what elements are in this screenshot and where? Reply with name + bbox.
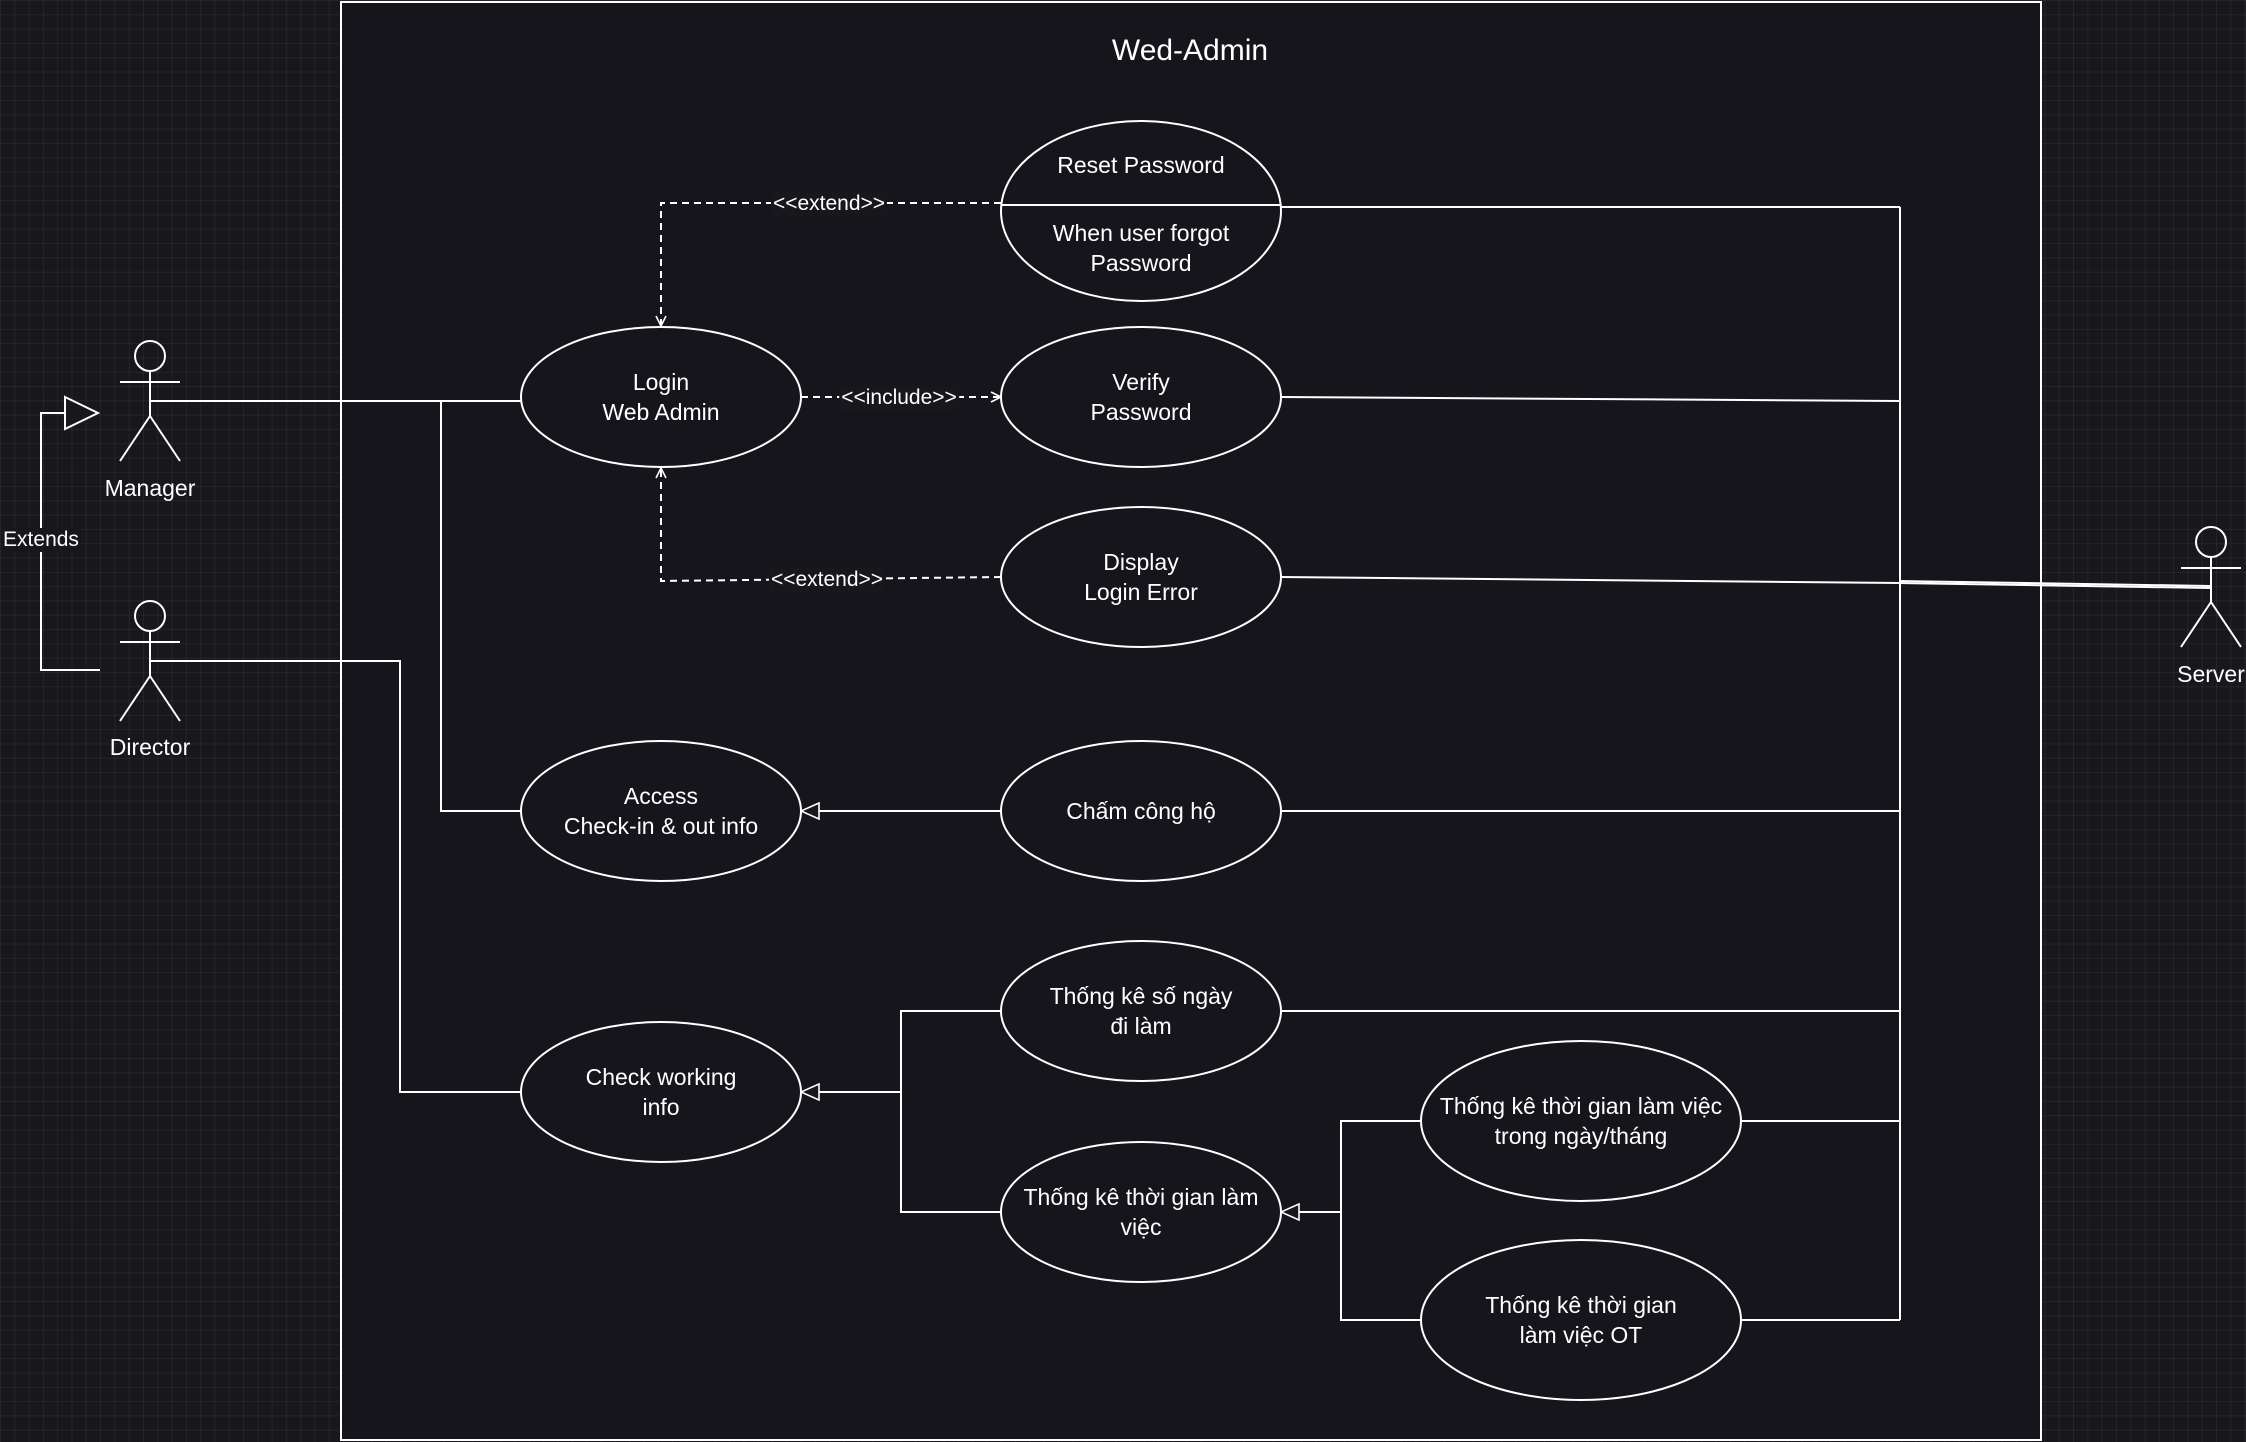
songay-line2: đi làm xyxy=(1110,1013,1172,1039)
display-error-use-case[interactable]: Display Login Error xyxy=(1084,547,1198,607)
director-check-line xyxy=(150,660,521,1093)
ngaythang-ellipse xyxy=(1420,1040,1742,1202)
ot-ellipse xyxy=(1420,1239,1742,1401)
ngaythang-use-case[interactable]: Thống kê thời gian làm việc trong ngày/t… xyxy=(1440,1091,1722,1151)
verify-server-line xyxy=(1279,396,1901,402)
reset-password-condition-line1: When user forgot xyxy=(1052,220,1230,246)
thoigian-check-line xyxy=(900,1092,1001,1213)
chamcong-ellipse xyxy=(1000,740,1282,882)
access-line1: Access xyxy=(623,783,699,809)
display-error-line1: Display xyxy=(1103,549,1179,575)
display-error-line2: Login Error xyxy=(1084,579,1198,605)
verify-line2: Password xyxy=(1090,399,1192,425)
extend-error-label: <<extend>> xyxy=(768,568,886,592)
ngaythang-thoigian-arrow xyxy=(1281,1120,1421,1212)
login-ellipse xyxy=(520,326,802,468)
director-leg-right xyxy=(149,675,181,722)
manager-actor xyxy=(119,340,181,462)
manager-leg-right xyxy=(149,415,181,462)
ot-thoigian-line xyxy=(1340,1212,1421,1321)
login-use-case[interactable]: Login Web Admin xyxy=(602,367,719,427)
ngaythang-line1: Thống kê thời gian làm việc xyxy=(1439,1093,1723,1119)
server-actor-line-2 xyxy=(1899,582,2211,589)
thoigian-ellipse xyxy=(1000,1141,1282,1283)
ot-use-case[interactable]: Thống kê thời gian làm việc OT xyxy=(1485,1290,1677,1350)
error-server-line xyxy=(1279,576,1901,584)
thoigian-line2: việc xyxy=(1120,1214,1162,1240)
reset-password-name: Reset Password xyxy=(1057,152,1225,178)
songay-check-arrow xyxy=(801,1010,1001,1092)
access-ellipse xyxy=(520,740,802,882)
verify-ellipse xyxy=(1000,326,1282,468)
thoigian-use-case[interactable]: Thống kê thời gian làm việc xyxy=(1024,1182,1259,1242)
server-label: Server xyxy=(2177,661,2245,687)
songay-ellipse xyxy=(1000,940,1282,1082)
access-use-case[interactable]: Access Check-in & out info xyxy=(564,781,758,841)
server-actor-line xyxy=(1899,580,2211,587)
server-leg-left xyxy=(2180,601,2212,648)
manager-head xyxy=(134,340,166,372)
director-leg-left xyxy=(119,675,151,722)
check-working-line1: Check working xyxy=(585,1064,737,1090)
server-leg-right xyxy=(2210,601,2242,648)
server-head xyxy=(2195,526,2227,558)
login-line2: Web Admin xyxy=(602,399,720,425)
display-error-ellipse xyxy=(1000,506,1282,648)
server-actor xyxy=(2180,526,2242,648)
check-working-line2: info xyxy=(642,1094,680,1120)
include-verify-label: <<include>> xyxy=(839,386,959,410)
extend-error-arrow xyxy=(661,468,1002,583)
reset-password-ellipse xyxy=(1000,120,1282,302)
manager-label: Manager xyxy=(104,475,196,501)
director-head xyxy=(134,600,166,632)
association-lines xyxy=(150,206,2211,1321)
extends-label: Extends xyxy=(1,528,81,552)
songay-use-case[interactable]: Thống kê số ngày đi làm xyxy=(1050,981,1233,1041)
verify-use-case[interactable]: Verify Password xyxy=(1091,367,1192,427)
check-working-ellipse xyxy=(520,1021,802,1163)
director-actor xyxy=(119,600,181,722)
reset-password-condition-line2: Password xyxy=(1090,250,1192,276)
extend-reset-label: <<extend>> xyxy=(770,192,888,216)
chamcong-use-case[interactable]: Chấm công hộ xyxy=(1066,796,1216,826)
login-line1: Login xyxy=(632,369,690,395)
manager-access-line xyxy=(440,401,521,812)
chamcong-line1: Chấm công hộ xyxy=(1066,798,1216,824)
check-working-use-case[interactable]: Check working info xyxy=(586,1062,737,1122)
songay-line1: Thống kê số ngày xyxy=(1049,983,1233,1009)
verify-line1: Verify xyxy=(1112,369,1170,395)
reset-password-condition: When user forgot Password xyxy=(1053,218,1229,278)
use-case-shapes xyxy=(520,120,1742,1401)
director-label: Director xyxy=(109,734,191,760)
manager-leg-left xyxy=(119,415,151,462)
ot-line1: Thống kê thời gian xyxy=(1485,1292,1677,1318)
extend-reset-arrow xyxy=(661,202,1001,326)
ngaythang-line2: trong ngày/tháng xyxy=(1494,1123,1668,1149)
access-line2: Check-in & out info xyxy=(563,813,759,839)
thoigian-line1: Thống kê thời gian làm xyxy=(1023,1184,1259,1210)
system-title: Wed-Admin xyxy=(1111,34,1269,67)
ot-line2: làm việc OT xyxy=(1519,1322,1643,1348)
